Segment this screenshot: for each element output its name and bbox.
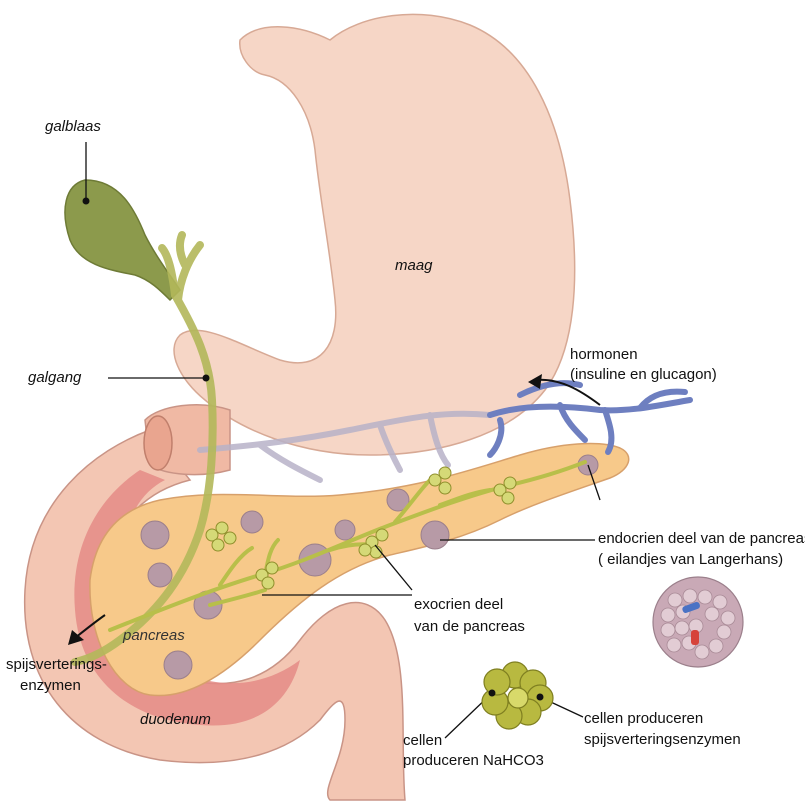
label-galgang: galgang [28,369,81,387]
label-galblaas: galblaas [45,118,101,136]
acinus-zoom [482,662,553,729]
label-cellen-nahco3-1: cellen [403,732,442,750]
stomach-shape [174,14,575,455]
label-hormonen-2: (insuline en glucagon) [570,366,717,384]
label-endocrien-1: endocrien deel van de pancreas [598,530,805,548]
label-exocrien-1: exocrien deel [414,596,503,614]
label-endocrien-2: ( eilandjes van Langerhans) [598,551,783,569]
label-hormonen-1: hormonen [570,346,638,364]
label-maag: maag [395,257,433,275]
label-spijs-1: spijsverterings- [6,656,107,674]
label-cellen-enz-2: spijsverteringsenzymen [584,731,741,749]
islet-zoom [653,577,743,667]
label-spijs-2: enzymen [20,677,81,695]
label-cellen-enz-1: cellen produceren [584,710,703,728]
label-cellen-nahco3-2: produceren NaHCO3 [403,752,544,770]
label-duodenum: duodenum [140,711,211,729]
label-exocrien-2: van de pancreas [414,618,525,636]
label-pancreas: pancreas [123,627,185,645]
gallbladder-shape [65,180,180,300]
